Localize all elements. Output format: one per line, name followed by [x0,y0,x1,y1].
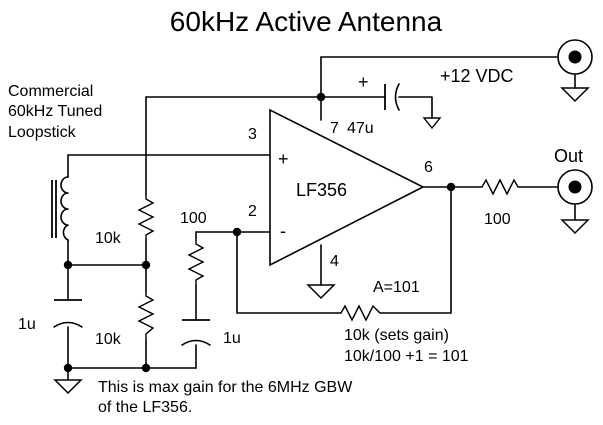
loop-cap-value: 1u [18,316,36,333]
power-jack-center [568,50,582,64]
power-jack [557,39,593,75]
note-line2: of the LF356. [98,399,192,416]
output-resistor-value: 100 [484,211,511,228]
gain-formula: 10k/100 +1 = 101 [344,348,469,365]
output-jack-center [568,180,582,194]
output-label: Out [554,146,583,166]
gain-label: A=101 [373,279,420,296]
cap-47u-value: 47u [347,120,374,137]
pin-4-label: 4 [330,253,339,270]
diagram-title: 60kHz Active Antenna [170,6,443,37]
op-amp-triangle [269,108,425,267]
ground-icon-power-jack [560,87,590,103]
ground-icon-output-jack [560,219,590,235]
ground-icon-cap47 [422,117,442,130]
divider-bottom-value: 10k [95,331,122,348]
junction-v-plus [316,92,326,102]
ground-icon-input [53,379,83,395]
note-line1: This is max gain for the 6MHz GBW [98,379,353,396]
gain-cap-value: 1u [223,330,241,347]
op-amp-plus-sign: + [278,149,289,169]
ground-icon-pin4 [306,284,336,300]
junction-output [446,182,456,192]
junction-inverting-input [232,227,242,237]
loopstick-label-line3: Loopstick [8,124,77,141]
ground-symbols [53,74,590,395]
junction-loop-mid [63,260,73,270]
divider-top-value: 10k [95,230,122,247]
junction-ground-mid [141,363,151,373]
pin-7-label: 7 [330,120,339,137]
resistor-feedback-10k [337,304,386,322]
resistor-output-100 [478,178,522,196]
capacitor-47u [384,83,400,111]
loopstick-inductor [51,176,69,241]
pin-3-label: 3 [248,126,257,143]
pin-2-label: 2 [248,203,257,220]
junction-divider-mid [141,260,151,270]
capacitor-1u-loop [53,299,83,328]
junction-dots [63,92,456,373]
resistor-divider-top [137,195,155,240]
feedback-resistor-label: 10k (sets gain) [344,327,449,344]
loopstick-label-line1: Commercial [8,83,93,100]
power-jack-outer [557,39,593,75]
loopstick-label-line2: 60kHz Tuned [8,103,102,120]
pin-6-label: 6 [424,159,433,176]
op-amp-minus-sign: - [280,221,286,241]
output-jack [557,169,593,205]
output-jack-outer [557,169,593,205]
resistor-100-gain [187,240,205,285]
junction-ground-left [63,363,73,373]
gain-resistor-value: 100 [180,210,207,227]
cap-47u-plus: + [358,72,369,92]
resistor-divider-bottom [137,292,155,340]
capacitor-1u-gain [181,319,211,346]
power-label: +12 VDC [440,66,514,86]
op-amp-lf356: + - LF356 3 2 7 4 6 A=101 [248,108,433,296]
op-amp-part-label: LF356 [296,180,347,200]
